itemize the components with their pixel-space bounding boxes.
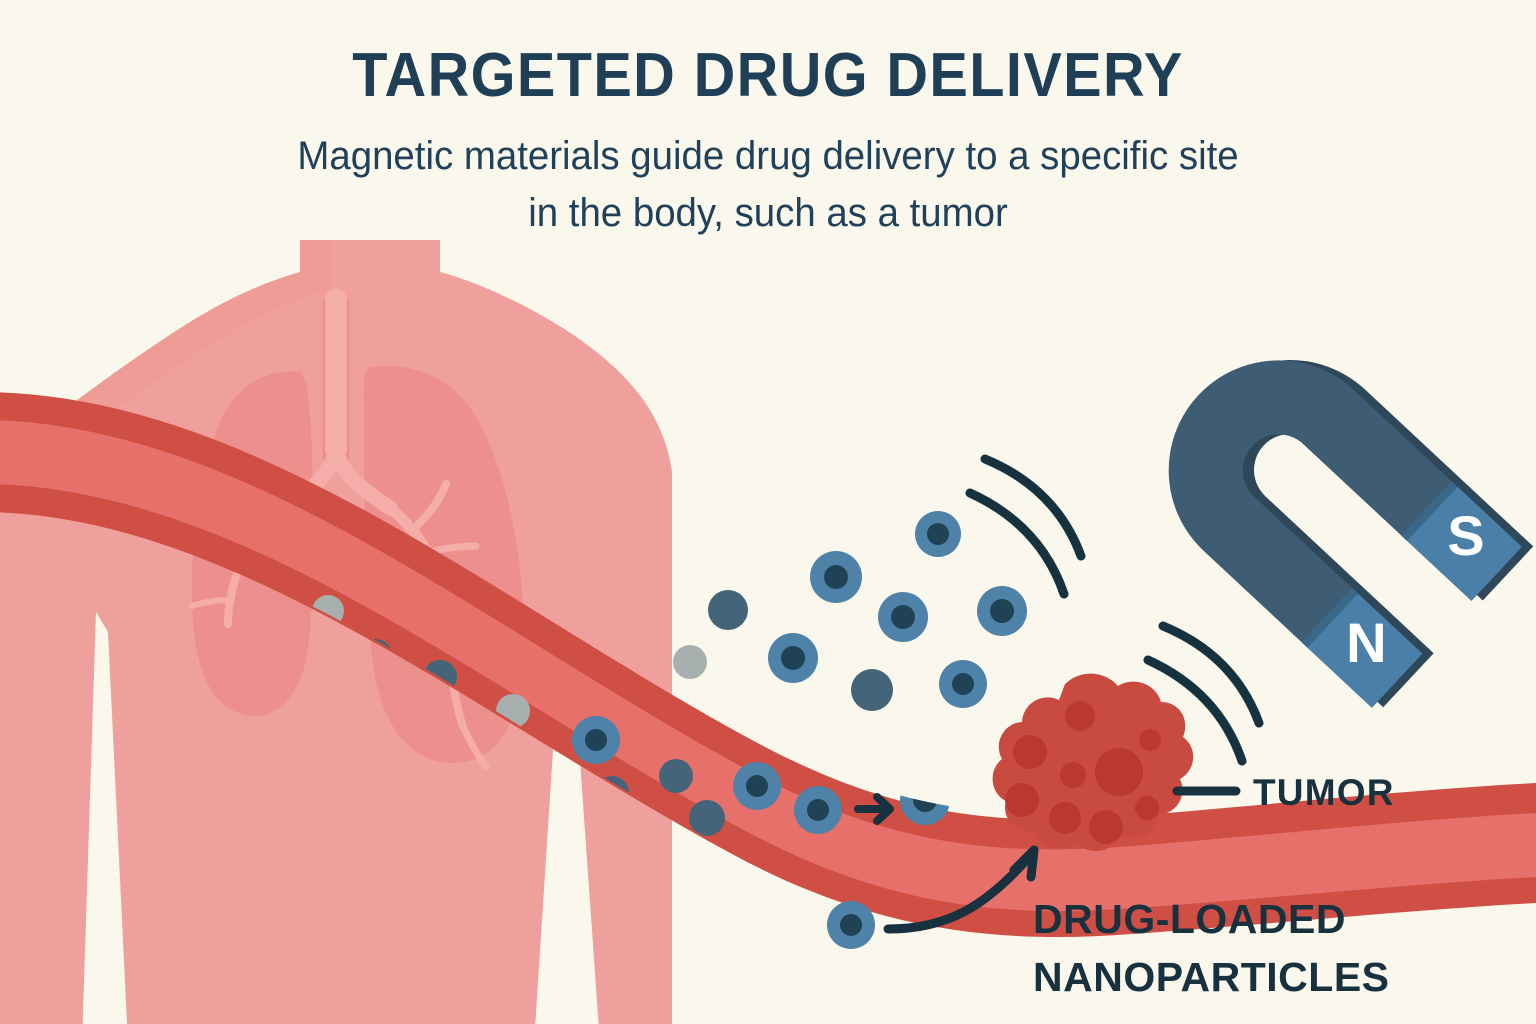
tumor-mass <box>992 673 1194 852</box>
field-arcs-north <box>965 454 1086 599</box>
torso-edge-shadow <box>534 704 600 1024</box>
arm-gap <box>82 612 128 1024</box>
nanoparticle <box>794 786 842 834</box>
magnet-south-label: S <box>1447 504 1484 567</box>
callout-leaders <box>883 786 1241 934</box>
magnet-north-label: N <box>1346 611 1386 674</box>
flow-arrow-icon <box>854 793 894 825</box>
nanoparticle <box>733 762 781 810</box>
nanoparticle <box>977 586 1027 636</box>
nanoparticle <box>827 901 875 949</box>
nanoparticle <box>915 511 961 557</box>
blood-vessel <box>0 392 1536 938</box>
nanoparticle <box>939 660 987 708</box>
particle-cloud <box>673 511 1027 949</box>
nanoparticle <box>810 551 862 603</box>
tumor-spots <box>1005 701 1161 844</box>
nanoparticle <box>572 716 620 764</box>
horseshoe-magnet: N S <box>965 360 1534 766</box>
nanoparticle <box>768 633 818 683</box>
nanoparticle <box>878 592 928 642</box>
field-arcs-south <box>1143 621 1264 766</box>
